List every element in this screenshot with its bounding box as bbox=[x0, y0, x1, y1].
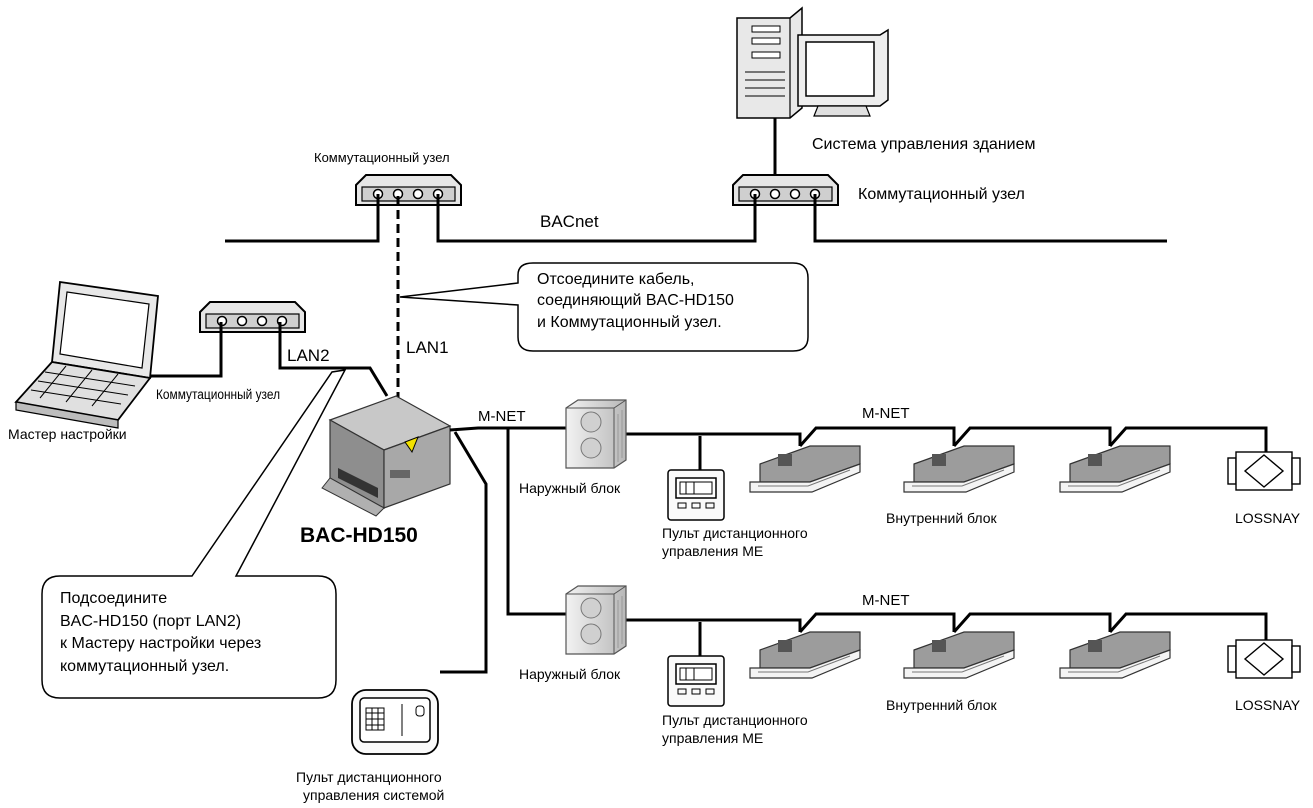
indoor-2-label: Внутренний блок bbox=[886, 697, 998, 713]
me-remote-1-label-a: Пульт дистанционного bbox=[662, 525, 808, 541]
callout-disconnect-line-1: Отсоедините кабель, bbox=[537, 271, 694, 288]
hub-lan2-label: Коммутационный узел bbox=[156, 386, 280, 402]
lan2-label: LAN2 bbox=[287, 346, 330, 365]
hub-top-right-label: Коммутационный узел bbox=[858, 186, 1025, 203]
system-remote-icon bbox=[351, 689, 439, 755]
lan1-label: LAN1 bbox=[406, 338, 449, 357]
mnet-cables bbox=[440, 426, 1268, 674]
mnet-main-label: M-NET bbox=[478, 408, 526, 425]
indoor-unit-1b-icon bbox=[903, 445, 1015, 493]
indoor-1-label: Внутренний блок bbox=[886, 510, 998, 526]
hub-top-left-icon bbox=[355, 174, 462, 206]
indoor-unit-1a-icon bbox=[749, 445, 861, 493]
indoor-unit-2c-icon bbox=[1059, 631, 1171, 679]
me-remote-2-label-b: управления ME bbox=[662, 730, 763, 746]
bacnet-backbone bbox=[225, 194, 1167, 243]
system-remote-label-b: управления системой bbox=[303, 787, 444, 803]
bacnet-label: BACnet bbox=[540, 212, 599, 231]
lossnay-2-icon bbox=[1227, 639, 1301, 679]
callout-disconnect bbox=[399, 262, 809, 352]
hub-top-left-label: Коммутационный узел bbox=[314, 150, 450, 165]
me-remote-2-icon bbox=[667, 655, 725, 707]
lan2-cable bbox=[151, 322, 389, 397]
callout-connect-line-4: коммутационный узел. bbox=[60, 658, 229, 675]
building-management-computer-icon bbox=[736, 6, 889, 119]
setup-master-label: Мастер настройки bbox=[8, 426, 127, 442]
outdoor-unit-2-icon bbox=[565, 585, 627, 655]
bac-hd150-controller-icon bbox=[321, 395, 452, 517]
hub-top-right-icon bbox=[732, 174, 839, 206]
lossnay-1-icon bbox=[1227, 451, 1301, 491]
me-remote-2-label-a: Пульт дистанционного bbox=[662, 712, 808, 728]
mnet-row1-label: M-NET bbox=[862, 405, 910, 422]
indoor-unit-1c-icon bbox=[1059, 445, 1171, 493]
outdoor-2-label: Наружный блок bbox=[519, 666, 621, 682]
me-remote-1-icon bbox=[667, 469, 725, 521]
callout-connect bbox=[41, 369, 347, 699]
callout-disconnect-line-3: и Коммутационный узел. bbox=[537, 314, 722, 331]
indoor-unit-2b-icon bbox=[903, 631, 1015, 679]
controller-label: BAC-HD150 bbox=[300, 524, 418, 547]
lossnay-2-label: LOSSNAY bbox=[1235, 697, 1301, 713]
callout-connect-line-3: к Мастеру настройки через bbox=[60, 635, 261, 652]
system-remote-label-a: Пульт дистанционного bbox=[296, 769, 442, 785]
hub-lan2-icon bbox=[199, 301, 306, 333]
me-remote-1-label-b: управления ME bbox=[662, 543, 763, 559]
callout-connect-line-2: BAC-HD150 (порт LAN2) bbox=[60, 613, 241, 630]
laptop-icon bbox=[14, 280, 159, 429]
callout-connect-line-1: Подсоедините bbox=[60, 590, 167, 607]
callout-disconnect-line-2: соединяющий BAC-HD150 bbox=[537, 292, 734, 309]
outdoor-1-label: Наружный блок bbox=[519, 480, 621, 496]
bms-label: Система управления зданием bbox=[812, 136, 1035, 153]
indoor-unit-2a-icon bbox=[749, 631, 861, 679]
mnet-row2-label: M-NET bbox=[862, 592, 910, 609]
lossnay-1-label: LOSSNAY bbox=[1235, 510, 1301, 526]
outdoor-unit-1-icon bbox=[565, 399, 627, 469]
